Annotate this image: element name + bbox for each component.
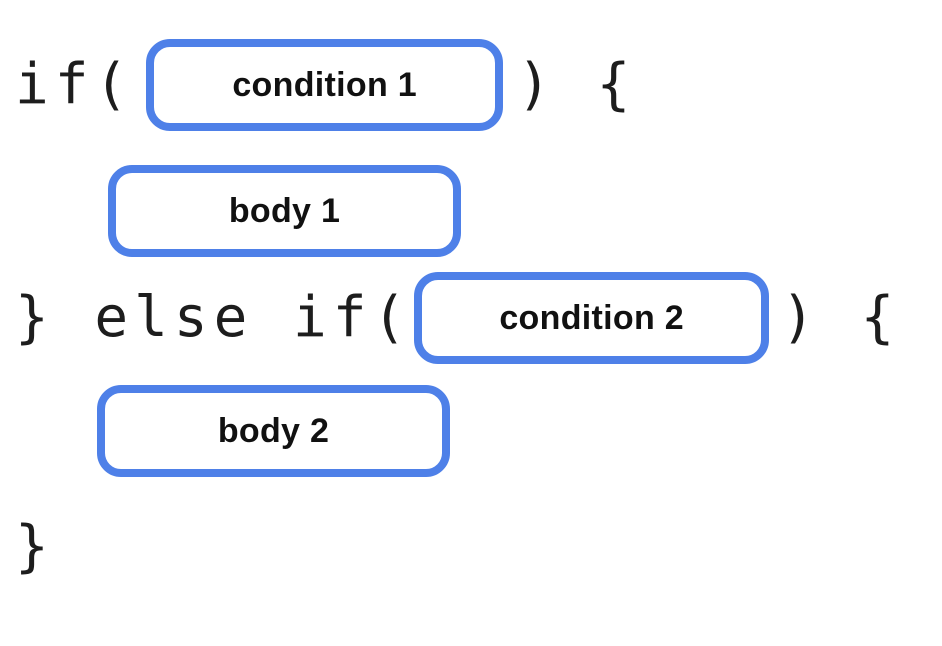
body-1-label: body 1 xyxy=(228,191,341,230)
code-closing-brace: } xyxy=(15,514,55,579)
code-line-closing-brace: } xyxy=(15,501,55,593)
condition-1-label: condition 1 xyxy=(232,65,417,104)
code-if-close-brace-open: ) { xyxy=(517,52,637,117)
body-1-box: body 1 xyxy=(108,165,461,257)
code-line-if: if( condition 1 ) { xyxy=(15,39,636,131)
code-line-body-2: body 2 xyxy=(97,385,450,477)
code-line-else-if: } else if( condition 2 ) { xyxy=(15,272,900,364)
condition-2-box: condition 2 xyxy=(414,272,770,364)
body-2-box: body 2 xyxy=(97,385,450,477)
condition-2-label: condition 2 xyxy=(499,298,684,337)
code-else-if-close-brace-open: ) { xyxy=(781,285,901,350)
code-else-if-open: } else if( xyxy=(15,285,413,350)
code-if-open: if( xyxy=(15,52,135,117)
code-line-body-1: body 1 xyxy=(108,165,461,257)
body-2-label: body 2 xyxy=(217,411,330,450)
condition-1-box: condition 1 xyxy=(146,39,504,131)
